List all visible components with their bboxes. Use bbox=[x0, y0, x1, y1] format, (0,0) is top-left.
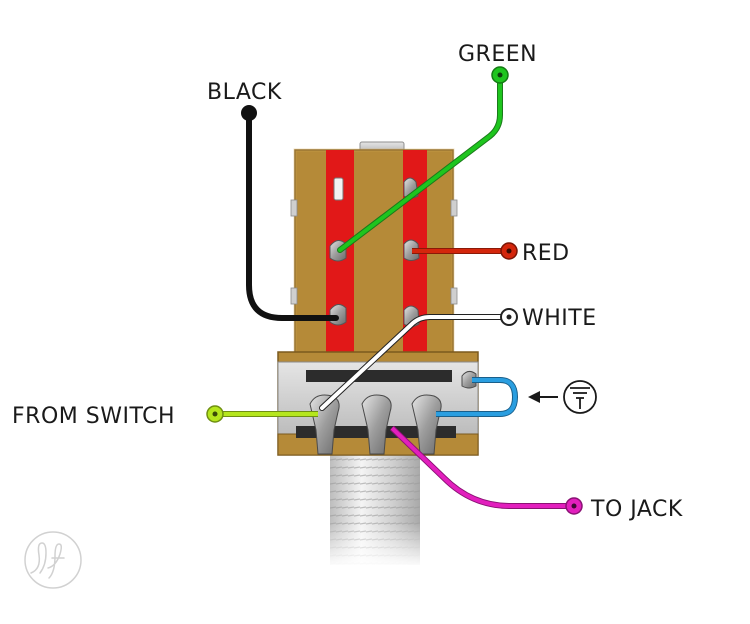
label-to-jack: TO JACK bbox=[590, 497, 683, 522]
switch-lug-bottom-left bbox=[329, 304, 347, 326]
label-red: RED bbox=[522, 241, 570, 266]
wires bbox=[206, 66, 583, 515]
black-wire-terminal bbox=[241, 105, 257, 121]
lf-logo-icon bbox=[24, 531, 82, 589]
black-wire bbox=[246, 112, 339, 321]
label-black: BLACK bbox=[207, 80, 282, 105]
arrow-left-icon bbox=[528, 391, 558, 403]
pot-lugs bbox=[309, 370, 477, 455]
ground-symbol-icon bbox=[563, 380, 597, 414]
switch-lug-middle-right bbox=[403, 239, 420, 261]
pot-shaft bbox=[326, 455, 424, 567]
pot-lug-right bbox=[411, 394, 442, 455]
pot-ground-lug bbox=[461, 370, 477, 389]
label-green: GREEN bbox=[458, 42, 537, 67]
label-white: WHITE bbox=[522, 306, 597, 331]
label-from-switch: FROM SWITCH bbox=[12, 404, 175, 429]
pot-lug-center bbox=[361, 394, 392, 455]
